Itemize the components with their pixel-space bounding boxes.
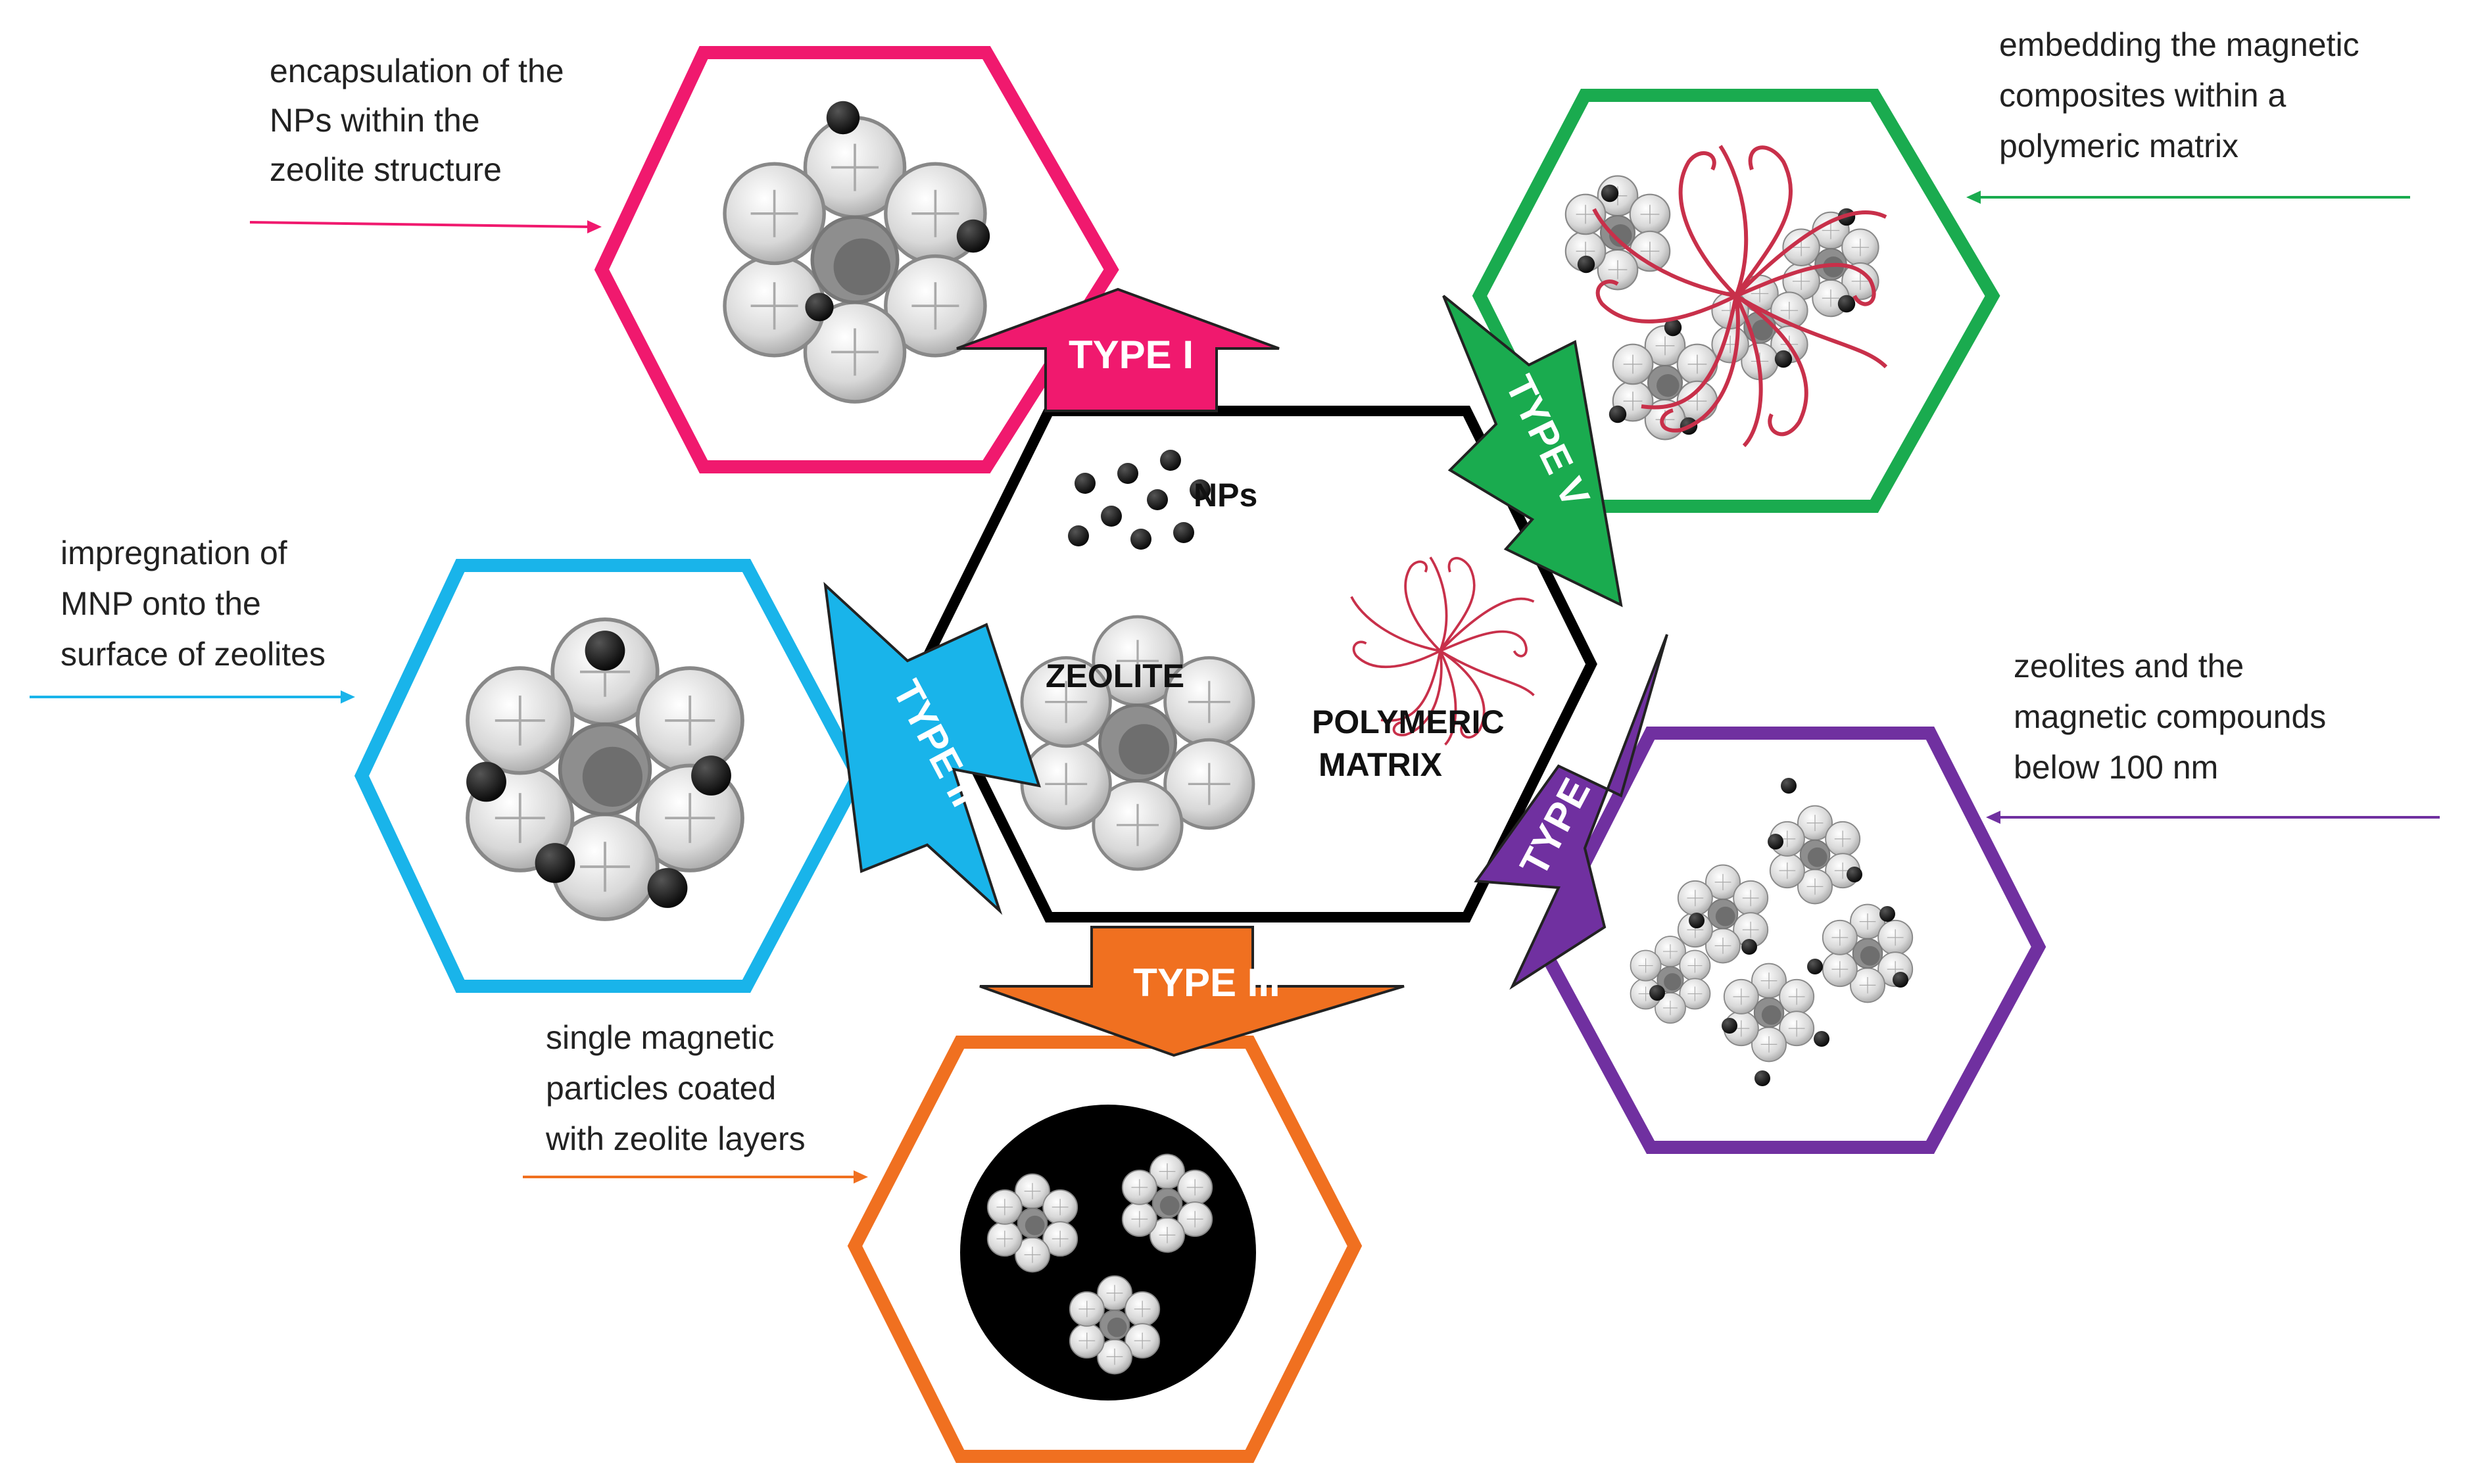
center-hexagon: NPs ZEOLITE POLYMERIC MATRIX (918, 406, 1597, 922)
type-5-desc-line-1: embedding the magnetic (1999, 26, 2359, 63)
type-4-cluster (1630, 778, 1914, 1086)
type-1-arrow (956, 287, 1280, 412)
type-1-desc-line-2: NPs within the (270, 102, 480, 139)
type-1-group: TYPE I encapsulation of the NPs within t… (249, 46, 1280, 473)
matrix-label: MATRIX (1319, 746, 1442, 783)
type-3-desc-line-3: with zeolite layers (545, 1120, 806, 1157)
type-4-desc-line-3: below 100 nm (2014, 749, 2218, 786)
type-2-arrow (823, 581, 1041, 915)
type-5-desc-line-3: polymeric matrix (1999, 128, 2238, 164)
type-1-desc-line-3: zeolite structure (270, 151, 502, 188)
type-5-composite (1564, 146, 1886, 446)
type-5-arrow (1442, 295, 1623, 608)
zeolite-label: ZEOLITE (1046, 658, 1184, 694)
type-1-pointer (249, 221, 589, 228)
type-2-zeolite (466, 619, 742, 919)
type-3-group: TYPE III single magnetic particles coate… (523, 926, 1405, 1463)
type-2-desc-line-2: MNP onto the (60, 585, 261, 622)
type-4-desc-line-1: zeolites and the (2014, 648, 2244, 684)
type-3-desc-line-1: single magnetic (546, 1019, 774, 1056)
type-3-desc-line-2: particles coated (546, 1070, 776, 1107)
type-5-desc-line-2: composites within a (1999, 77, 2286, 114)
type-4-hexagon (1534, 727, 2046, 1154)
type-2-desc-line-3: surface of zeolites (60, 636, 326, 673)
type-1-desc-line-1: encapsulation of the (270, 53, 564, 89)
polymeric-label: POLYMERIC (1312, 704, 1505, 740)
type-1-zeolite (725, 101, 990, 402)
type-3-arrow (979, 926, 1405, 1057)
type-1-label: TYPE I (1069, 333, 1194, 377)
nanoparticles-cluster (1068, 450, 1211, 550)
type-5-group: TYPE V embedding the magnetic composites… (1442, 26, 2410, 608)
type-2-desc-line-1: impregnation of (60, 535, 287, 571)
type-2-group: TYPE II impregnation of MNP onto the sur… (30, 535, 1041, 993)
nps-label: NPs (1194, 477, 1257, 514)
type-4-arrow (1474, 634, 1668, 990)
type-3-label: TYPE III (1133, 961, 1280, 1005)
type-4-desc-line-2: magnetic compounds (2014, 698, 2326, 735)
type-4-group: TYPE IV zeolites and the magnetic compou… (1474, 634, 2440, 1154)
